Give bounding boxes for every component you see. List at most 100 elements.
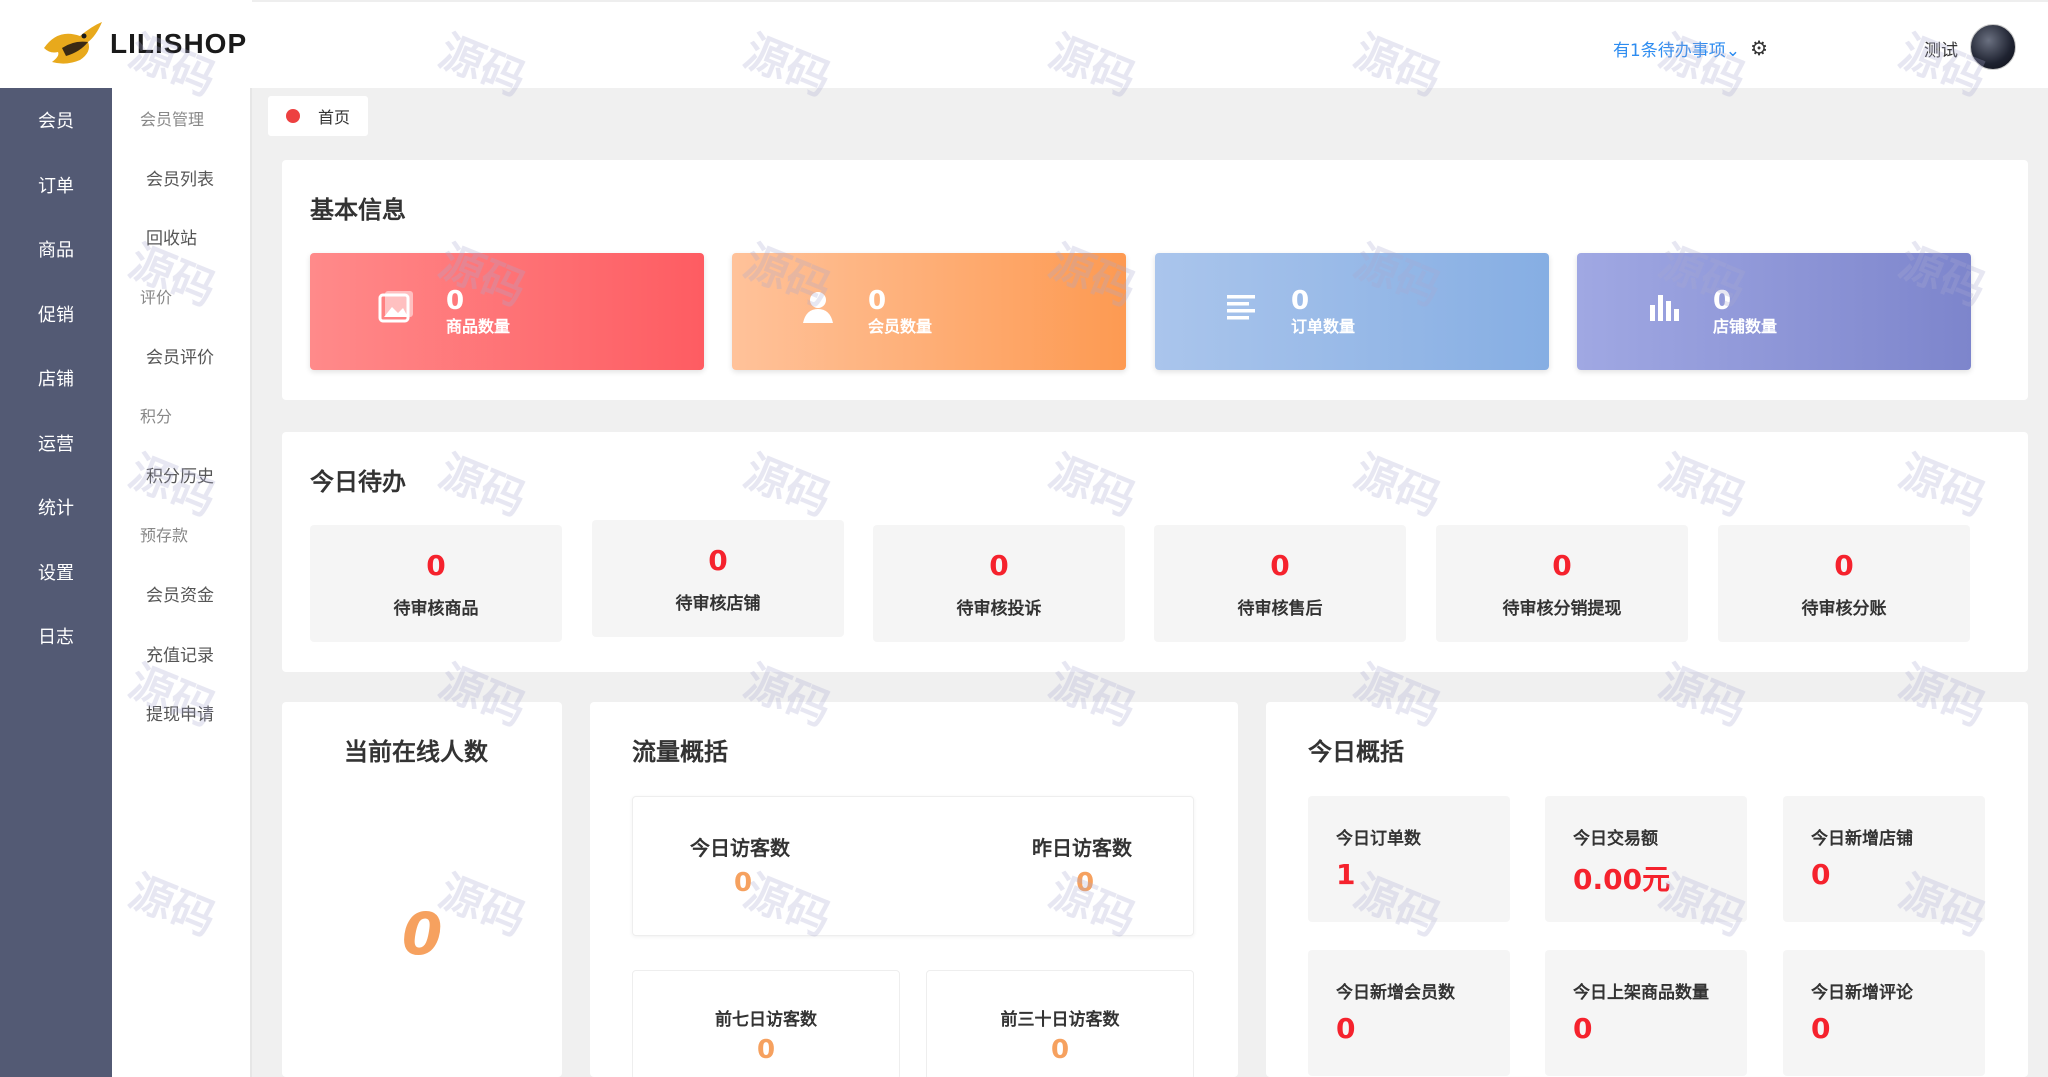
stat-members-value: 0 — [868, 285, 887, 316]
flow-yesterday-value: 0 — [1076, 868, 1095, 898]
today-label: 今日新增会员数 — [1336, 983, 1455, 1003]
stat-tile-orders[interactable]: 0 订单数量 — [1155, 253, 1549, 370]
today-tile-new-members[interactable]: 今日新增会员数 0 — [1308, 950, 1510, 1076]
subnav-group-points: 积分 — [140, 407, 173, 427]
todo-label: 待审核分账 — [1801, 599, 1887, 619]
flow-thirty-day-box: 前三十日访客数 0 — [926, 970, 1194, 1077]
nav-item-store[interactable]: 店铺 — [38, 369, 74, 391]
avatar[interactable] — [1970, 24, 2016, 70]
today-label: 今日交易额 — [1573, 829, 1658, 849]
subnav-item-points-history[interactable]: 积分历史 — [146, 467, 214, 488]
online-title: 当前在线人数 — [344, 738, 488, 766]
todo-value: 0 — [426, 549, 446, 582]
todo-value: 0 — [1552, 549, 1572, 582]
todo-label: 待审核店铺 — [675, 594, 761, 614]
flow-yesterday-label: 昨日访客数 — [1032, 836, 1132, 860]
flow-title: 流量概括 — [632, 738, 728, 766]
bird-logo-icon — [44, 22, 102, 64]
today-label: 今日订单数 — [1336, 829, 1421, 849]
subnav-item-member-list[interactable]: 会员列表 — [146, 169, 214, 190]
user-icon — [788, 287, 848, 336]
flow-today-label: 今日访客数 — [690, 836, 790, 860]
nav-item-members[interactable]: 会员 — [38, 111, 74, 133]
app-logo[interactable]: LILISHOP — [0, 0, 252, 88]
subnav-item-recharge[interactable]: 充值记录 — [146, 645, 214, 666]
today-tile-new-goods[interactable]: 今日上架商品数量 0 — [1545, 950, 1747, 1076]
today-overview-title: 今日概括 — [1308, 738, 1404, 766]
todo-tile-pending-split[interactable]: 0 待审核分账 — [1718, 525, 1970, 642]
todo-value: 0 — [989, 549, 1009, 582]
subnav-group-deposit: 预存款 — [140, 526, 189, 546]
today-tile-new-comments[interactable]: 今日新增评论 0 — [1783, 950, 1985, 1076]
subnav-item-member-funds[interactable]: 会员资金 — [146, 586, 214, 607]
subnav-item-member-review[interactable]: 会员评价 — [146, 348, 214, 369]
todo-label: 待审核分销提现 — [1502, 599, 1622, 619]
secondary-nav: 会员管理 会员列表 回收站 评价 会员评价 积分 积分历史 预存款 会员资金 充… — [112, 88, 252, 1077]
top-header: 有1条待办事项⌄ ⚙ 测试 — [252, 0, 2048, 88]
stat-stores-value: 0 — [1713, 285, 1732, 316]
nav-item-logs[interactable]: 日志 — [38, 627, 74, 649]
stat-orders-value: 0 — [1291, 285, 1310, 316]
flow-today-value: 0 — [734, 868, 753, 898]
bar-chart-icon — [1633, 287, 1693, 336]
flow-seven-day-box: 前七日访客数 0 — [632, 970, 900, 1077]
online-value: 0 — [402, 900, 443, 968]
today-tile-new-stores[interactable]: 今日新增店铺 0 — [1783, 796, 1985, 922]
todo-tile-pending-distribution[interactable]: 0 待审核分销提现 — [1436, 525, 1688, 642]
todo-tile-pending-goods[interactable]: 0 待审核商品 — [310, 525, 562, 642]
tab-home-label: 首页 — [318, 108, 351, 127]
stat-goods-label: 商品数量 — [446, 316, 511, 336]
today-value: 0 — [1573, 1012, 1593, 1045]
today-label: 今日新增评论 — [1811, 983, 1913, 1003]
stat-stores-label: 店铺数量 — [1713, 316, 1778, 336]
todo-value: 0 — [708, 544, 728, 577]
gear-icon[interactable]: ⚙ — [1750, 36, 1768, 60]
flow-thirty-label: 前三十日访客数 — [1000, 1010, 1120, 1030]
nav-item-promotion[interactable]: 促销 — [38, 304, 74, 326]
subnav-group-member-manage: 会员管理 — [140, 109, 205, 129]
nav-item-operation[interactable]: 运营 — [38, 433, 74, 455]
user-name[interactable]: 测试 — [1924, 41, 1958, 61]
today-label: 今日上架商品数量 — [1573, 983, 1709, 1003]
today-value: 1 — [1336, 858, 1356, 891]
stat-tile-stores[interactable]: 0 店铺数量 — [1577, 253, 1971, 370]
basic-info-title: 基本信息 — [310, 196, 406, 224]
stat-tile-goods[interactable]: 0 商品数量 — [310, 253, 704, 370]
todo-value: 0 — [1270, 549, 1290, 582]
todo-label: 待审核商品 — [393, 599, 479, 619]
flow-thirty-value: 0 — [1050, 1035, 1070, 1065]
today-todo-title: 今日待办 — [310, 468, 406, 496]
nav-item-orders[interactable]: 订单 — [38, 175, 74, 197]
todo-tile-pending-aftersale[interactable]: 0 待审核售后 — [1154, 525, 1406, 642]
active-dot-icon — [286, 109, 300, 123]
stat-goods-value: 0 — [446, 285, 465, 316]
logo-text: LILISHOP — [110, 28, 248, 59]
nav-item-settings[interactable]: 设置 — [38, 562, 74, 584]
flow-summary-box — [632, 796, 1194, 936]
today-value: 0.00元 — [1573, 863, 1671, 896]
todo-label: 待审核投诉 — [956, 599, 1042, 619]
tab-home[interactable]: 首页 — [268, 96, 368, 136]
subnav-item-withdraw[interactable]: 提现申请 — [146, 705, 214, 726]
stat-members-label: 会员数量 — [868, 316, 933, 336]
online-card — [282, 702, 562, 1077]
today-value: 0 — [1811, 858, 1831, 891]
todo-notice-dropdown[interactable]: 有1条待办事项⌄ — [1612, 41, 1740, 61]
subnav-item-recycle[interactable]: 回收站 — [146, 229, 197, 250]
today-value: 0 — [1811, 1012, 1831, 1045]
todo-label: 待审核售后 — [1237, 599, 1323, 619]
flow-seven-label: 前七日访客数 — [715, 1010, 817, 1030]
todo-tile-pending-complaints[interactable]: 0 待审核投诉 — [873, 525, 1125, 642]
nav-item-statistics[interactable]: 统计 — [38, 498, 74, 520]
stat-tile-members[interactable]: 0 会员数量 — [732, 253, 1126, 370]
today-tile-orders[interactable]: 今日订单数 1 — [1308, 796, 1510, 922]
today-tile-revenue[interactable]: 今日交易额 0.00元 — [1545, 796, 1747, 922]
todo-value: 0 — [1834, 549, 1854, 582]
image-icon — [366, 287, 426, 336]
subnav-group-review: 评价 — [140, 288, 173, 308]
nav-item-goods[interactable]: 商品 — [38, 240, 74, 262]
todo-tile-pending-stores[interactable]: 0 待审核店铺 — [592, 520, 844, 637]
list-icon — [1211, 287, 1271, 336]
flow-seven-value: 0 — [756, 1035, 776, 1065]
today-label: 今日新增店铺 — [1811, 829, 1913, 849]
